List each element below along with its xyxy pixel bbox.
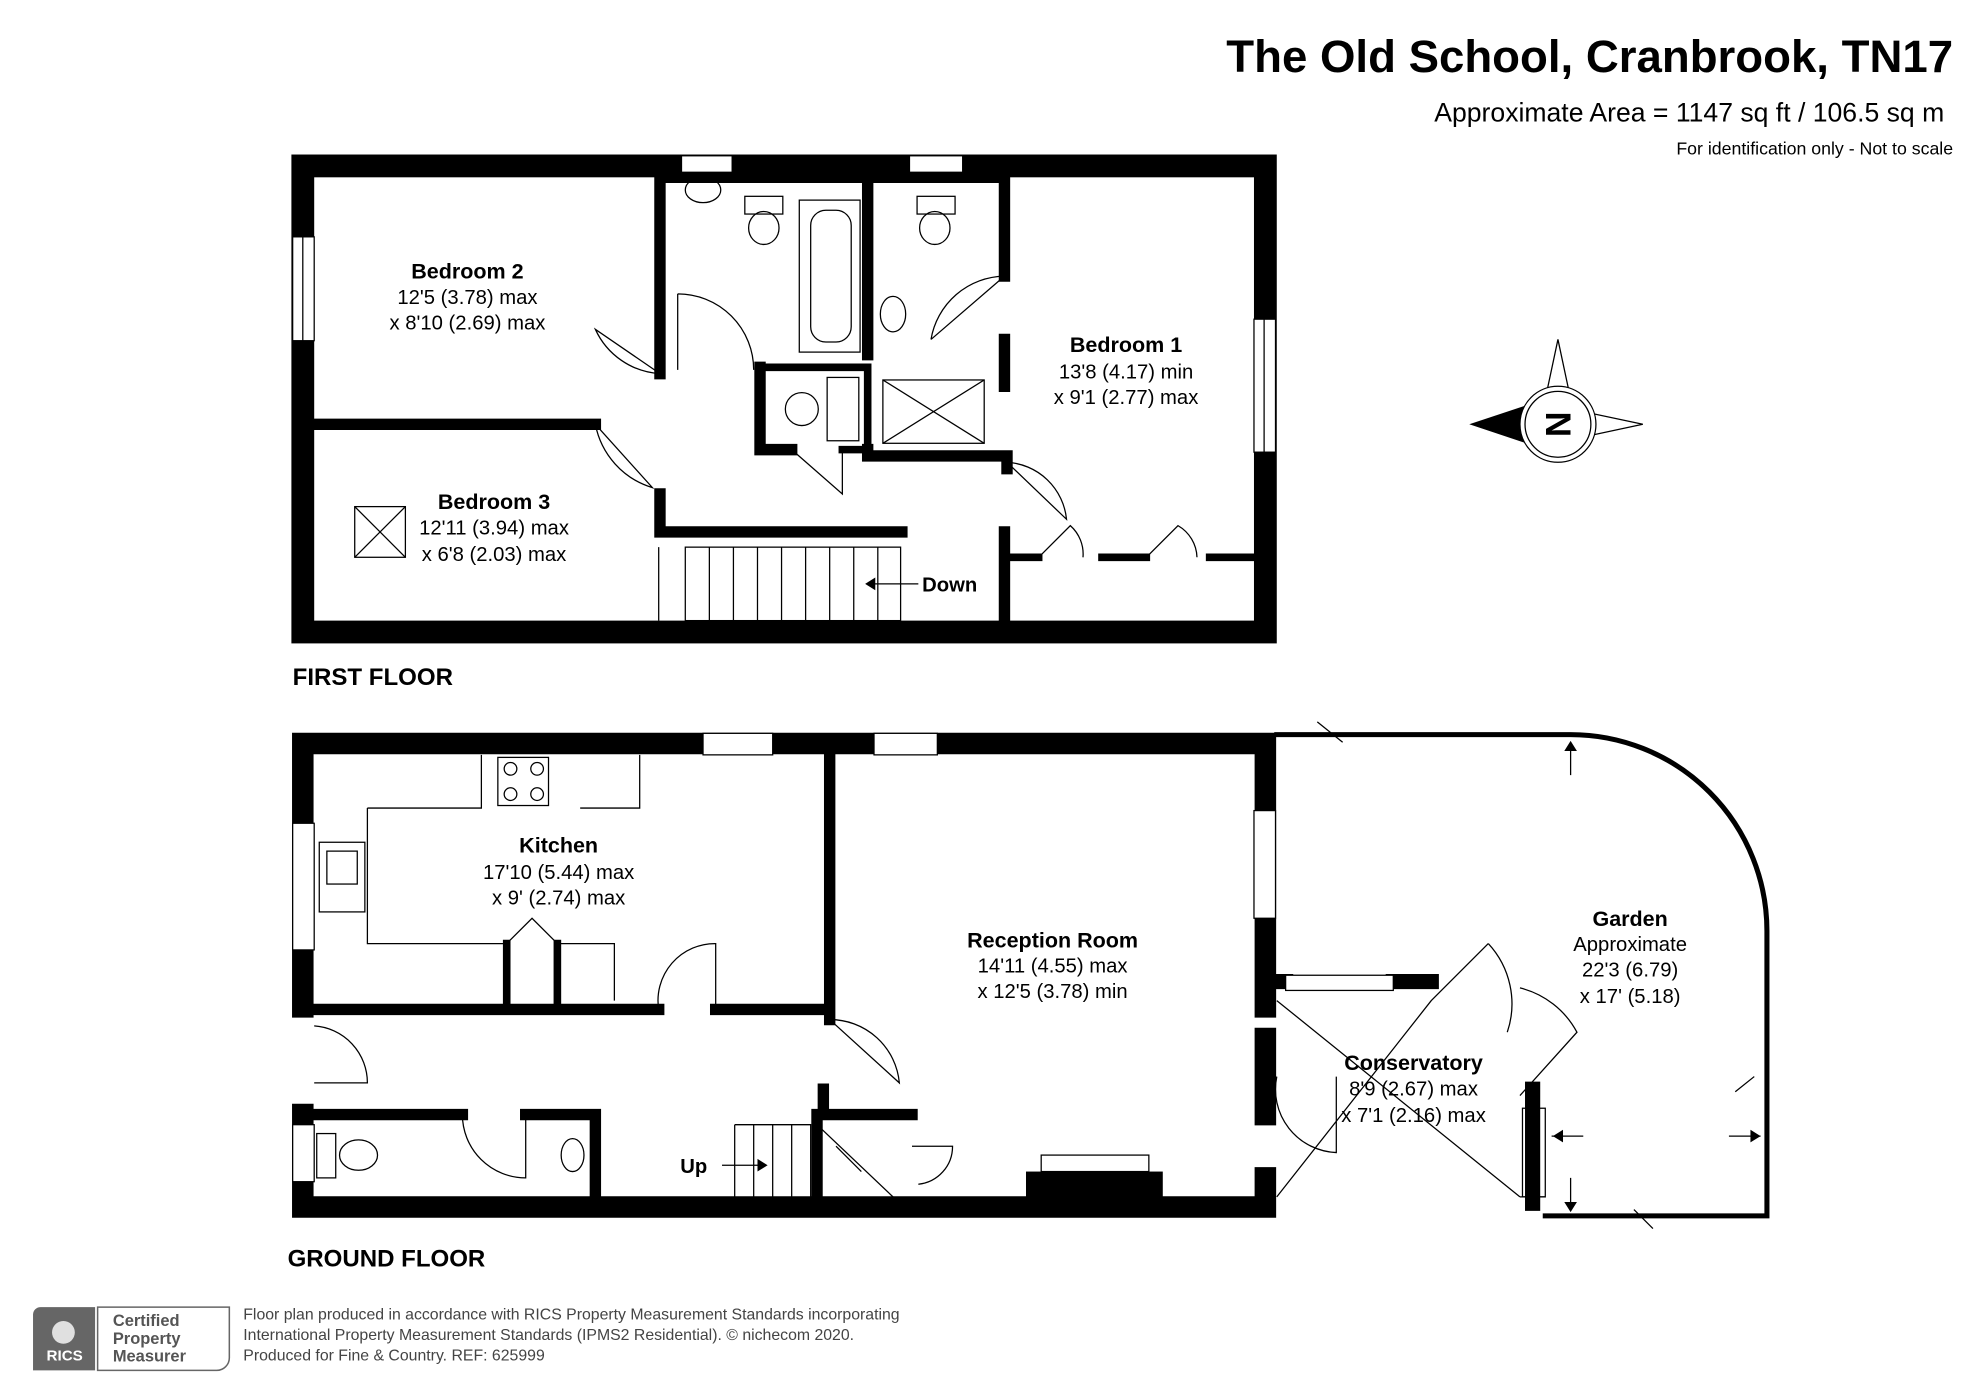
rics-logo-text: RICS xyxy=(47,1347,83,1364)
room-conservatory-name: Conservatory xyxy=(1344,1051,1483,1075)
room-bedroom-2-name: Bedroom 2 xyxy=(411,260,523,284)
first-floor-label: FIRST FLOOR xyxy=(293,664,453,691)
badge-line1: Certified xyxy=(113,1312,180,1330)
room-conservatory-dim1: 8'9 (2.67) max xyxy=(1349,1079,1478,1101)
footer-line1: Floor plan produced in accordance with R… xyxy=(243,1307,899,1324)
compass-rose-icon xyxy=(1469,339,1643,463)
room-bedroom-3-dim1: 12'11 (3.94) max xyxy=(419,517,569,539)
badge-line3: Measurer xyxy=(113,1348,187,1366)
stairs-ground-floor xyxy=(734,1124,894,1198)
stairs-down-label: Down xyxy=(922,574,977,596)
room-bedroom-1-name: Bedroom 1 xyxy=(1070,333,1182,357)
ground-floor-plan: Up Kitchen 17'10 (5.44) max x 9' (2.74) … xyxy=(292,721,1770,1229)
footer-line2: International Property Measurement Stand… xyxy=(243,1327,854,1344)
badge-line2: Property xyxy=(113,1330,182,1348)
compass-north-label: N xyxy=(1539,411,1579,437)
disclaimer: For identification only - Not to scale xyxy=(1676,139,1953,159)
page-title: The Old School, Cranbrook, TN17 xyxy=(1226,31,1953,82)
rics-badge: RICS Certified Property Measurer xyxy=(33,1306,231,1372)
room-bedroom-1-dim1: 13'8 (4.17) min xyxy=(1059,362,1193,384)
room-reception-name: Reception Room xyxy=(967,928,1138,952)
stairs-first-floor xyxy=(658,547,879,621)
room-kitchen-dim1: 17'10 (5.44) max xyxy=(483,862,634,884)
room-conservatory-dim2: x 7'1 (2.16) max xyxy=(1341,1105,1486,1127)
room-reception-dim2: x 12'5 (3.78) min xyxy=(978,981,1128,1003)
room-garden-name: Garden xyxy=(1592,907,1667,931)
stairs-up-label: Up xyxy=(680,1156,707,1178)
room-bedroom-3-dim2: x 6'8 (2.03) max xyxy=(422,544,567,566)
ground-floor-label: GROUND FLOOR xyxy=(288,1246,486,1273)
room-garden-dim2: x 17' (5.18) xyxy=(1580,986,1681,1008)
room-bedroom-2-dim1: 12'5 (3.78) max xyxy=(397,287,537,309)
room-bedroom-3-name: Bedroom 3 xyxy=(438,490,550,514)
room-reception-dim1: 14'11 (4.55) max xyxy=(978,956,1128,978)
room-kitchen-dim2: x 9' (2.74) max xyxy=(492,887,625,909)
room-bedroom-1-dim2: x 9'1 (2.77) max xyxy=(1054,387,1199,409)
room-bedroom-2-dim2: x 8'10 (2.69) max xyxy=(390,312,546,334)
room-garden-dim0: Approximate xyxy=(1573,934,1687,956)
approximate-area: Approximate Area = 1147 sq ft / 106.5 sq… xyxy=(1434,98,1944,128)
room-kitchen-name: Kitchen xyxy=(519,833,598,857)
footer-line3: Produced for Fine & Country. REF: 625999 xyxy=(243,1347,545,1364)
first-floor-plan: Down Bedroom 2 12'5 (3.78) max x 8'10 (2… xyxy=(291,154,1277,644)
room-garden-dim1: 22'3 (6.79) xyxy=(1582,960,1678,982)
